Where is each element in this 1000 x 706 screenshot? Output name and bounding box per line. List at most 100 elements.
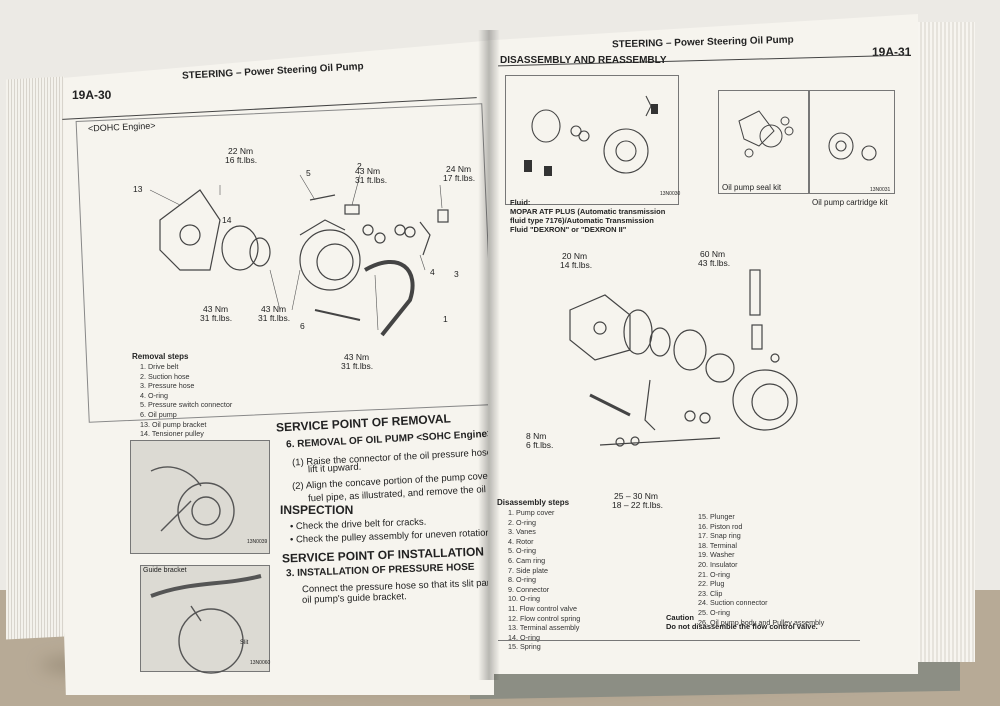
callout-60nm: 60 Nm bbox=[700, 249, 726, 259]
callout-31ft-d: 31 ft.lbs. bbox=[341, 361, 374, 371]
list-item: 23. Clip bbox=[698, 588, 723, 598]
callout-31ft-c: 31 ft.lbs. bbox=[258, 313, 291, 323]
fluid-note-0: Fluid: bbox=[510, 198, 531, 207]
list-item: 21. O-ring bbox=[698, 569, 730, 579]
pump-fluid-sketch bbox=[524, 95, 658, 176]
list-item: 5. Pressure switch connector bbox=[140, 400, 233, 410]
list-item: 26. Oil pump body and Pulley assembly bbox=[698, 617, 825, 627]
caution-title: Caution bbox=[666, 613, 694, 622]
callout-31ft-b: 31 ft.lbs. bbox=[200, 313, 233, 323]
list-item: 5. O-ring bbox=[508, 546, 536, 556]
list-item: 3. Pressure hose bbox=[140, 381, 195, 391]
list-item: 25. O-ring bbox=[698, 607, 730, 617]
callout-17ft: 17 ft.lbs. bbox=[443, 173, 476, 183]
fluid-note-3: Fluid "DEXRON" or "DEXRON II" bbox=[510, 225, 627, 234]
list-item: 13. Oil pump bracket bbox=[140, 419, 207, 429]
slit-label: Slit bbox=[240, 640, 249, 646]
fig-code-right-2: 13N0031 bbox=[870, 187, 891, 193]
list-item: 22. Plug bbox=[698, 579, 725, 589]
left-page-number: 19A-30 bbox=[72, 88, 112, 102]
right-page-number: 19A-31 bbox=[872, 45, 912, 59]
list-item: 6. Oil pump bbox=[140, 409, 177, 419]
fig-code-left-2: 13N0060 bbox=[250, 660, 271, 666]
list-item: 15. Spring bbox=[508, 642, 541, 652]
photo-guide-bracket bbox=[140, 565, 270, 674]
callout-43ft: 43 ft.lbs. bbox=[698, 258, 731, 268]
list-item: 20. Insulator bbox=[698, 559, 738, 569]
callout-5: 5 bbox=[306, 168, 311, 178]
list-item: 19. Washer bbox=[698, 550, 735, 560]
guide-bracket-label: Guide bracket bbox=[143, 567, 187, 574]
pump-removal-sketch bbox=[150, 466, 235, 540]
list-item: 9. Connector bbox=[508, 584, 550, 594]
section-title: DISASSEMBLY AND REASSEMBLY bbox=[500, 55, 667, 66]
callout-18-22ft: 18 – 22 ft.lbs. bbox=[612, 500, 664, 510]
seal-kit-label: Oil pump seal kit bbox=[722, 183, 782, 192]
disassembly-exploded-diagram bbox=[569, 269, 798, 447]
cartridge-kit-label: Oil pump cartridge kit bbox=[812, 198, 888, 207]
book-gutter bbox=[478, 30, 500, 680]
list-item: 4. Rotor bbox=[508, 536, 534, 546]
callout-6ft: 6 ft.lbs. bbox=[526, 440, 554, 450]
list-item: 15. Plunger bbox=[698, 512, 735, 521]
callout-43nm-d: 43 Nm bbox=[344, 352, 370, 362]
seal-kit-box bbox=[718, 90, 810, 194]
fluid-note-2: fluid type 7176)/Automatic Transmission bbox=[510, 216, 654, 225]
callout-2: 2 bbox=[357, 161, 362, 171]
callout-4: 4 bbox=[430, 267, 435, 277]
inspection-title: INSPECTION bbox=[280, 503, 354, 517]
disassembly-steps-col1: 1. Pump cover 2. O-ring 3. Vanes 4. Roto… bbox=[508, 508, 580, 652]
removal-steps-list: 1. Drive belt 2. Suction hose 3. Pressur… bbox=[140, 362, 232, 439]
callout-43nm-b: 43 Nm bbox=[203, 304, 229, 314]
oil-pump-exploded-diagram bbox=[149, 174, 449, 337]
photo-oil-pump-removal bbox=[130, 440, 270, 554]
left-page bbox=[48, 40, 494, 695]
callout-14: 14 bbox=[222, 215, 232, 225]
callout-1: 1 bbox=[443, 314, 448, 324]
list-item: 6. Cam ring bbox=[508, 555, 546, 565]
fig-code-left-1: 13N0039 bbox=[247, 539, 268, 545]
fig-code-right-1: 13N0030 bbox=[660, 191, 681, 197]
callout-43nm-a: 43 Nm bbox=[355, 166, 381, 176]
guide-bracket-sketch bbox=[150, 574, 262, 674]
list-item: 2. Suction hose bbox=[140, 371, 190, 381]
callout-14ft: 14 ft.lbs. bbox=[560, 260, 593, 270]
list-item: 17. Snap ring bbox=[698, 531, 741, 541]
callout-16ft: 16 ft.lbs. bbox=[225, 155, 258, 165]
removal-steps-title: Removal steps bbox=[132, 352, 189, 361]
callout-3: 3 bbox=[454, 269, 459, 279]
disassembly-steps-title: Disassembly steps bbox=[497, 498, 570, 507]
callout-31ft-a: 31 ft.lbs. bbox=[355, 175, 388, 185]
list-item: 16. Piston rod bbox=[698, 521, 743, 531]
list-item: 24. Suction connector bbox=[698, 598, 768, 608]
seal-kit-sketch bbox=[738, 110, 794, 158]
list-item: 14. Tensioner pulley bbox=[140, 429, 204, 439]
list-item: 4. O-ring bbox=[140, 390, 168, 400]
list-item: 18. Terminal bbox=[698, 540, 738, 550]
callout-25-30nm: 25 – 30 Nm bbox=[614, 491, 658, 501]
list-item: 1. Pump cover bbox=[508, 508, 555, 517]
list-item: 7. Side plate bbox=[508, 565, 548, 575]
list-item: 14. O-ring bbox=[508, 632, 540, 642]
list-item: 13. Terminal assembly bbox=[508, 623, 580, 633]
cartridge-kit-sketch bbox=[828, 132, 877, 161]
callout-43nm-c: 43 Nm bbox=[261, 304, 287, 314]
disassembly-steps-col2: 15. Plunger 16. Piston rod 17. Snap ring… bbox=[698, 512, 824, 627]
list-item: 1. Drive belt bbox=[140, 362, 179, 371]
callout-24nm: 24 Nm bbox=[446, 164, 472, 174]
right-bottom-rule bbox=[498, 640, 860, 641]
list-item: 2. O-ring bbox=[508, 517, 536, 527]
fluid-note-1: MOPAR ATF PLUS (Automatic transmission bbox=[510, 207, 666, 216]
page-stack-left bbox=[6, 76, 64, 640]
callout-20nm: 20 Nm bbox=[562, 251, 588, 261]
fluid-diagram-frame bbox=[505, 75, 679, 205]
callout-22nm: 22 Nm bbox=[228, 146, 254, 156]
list-item: 11. Flow control valve bbox=[508, 603, 577, 613]
callout-6: 6 bbox=[300, 321, 305, 331]
list-item: 10. O-ring bbox=[508, 594, 540, 604]
list-item: 3. Vanes bbox=[508, 527, 536, 537]
callout-8nm: 8 Nm bbox=[526, 431, 547, 441]
list-item: 12. Flow control spring bbox=[508, 613, 581, 623]
callout-13: 13 bbox=[133, 184, 143, 194]
cartridge-kit-box bbox=[808, 90, 895, 194]
